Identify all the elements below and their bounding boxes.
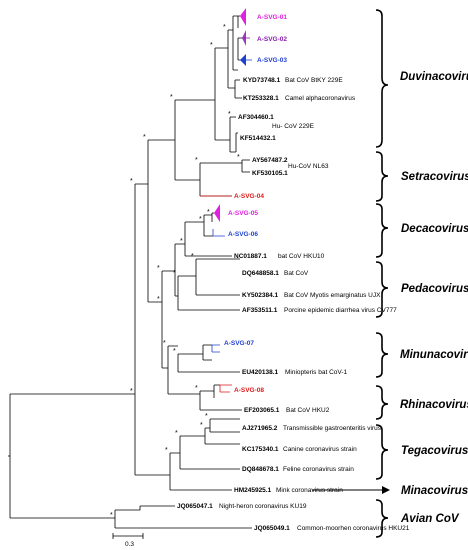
leaf-svg03: A-SVG-03 — [257, 57, 287, 64]
leaf-svg02: A-SVG-02 — [257, 36, 287, 43]
clade-tegacovirus: Tegacovirus — [401, 445, 468, 457]
bootstrap-marker: * — [173, 348, 176, 355]
leaf-nl63-desc: Hu-CoV NL63 — [288, 163, 329, 170]
leaf-hm245-id: HM245925.1 — [234, 487, 272, 494]
bootstrap-marker: * — [199, 216, 202, 223]
svg03-triangle — [240, 54, 246, 66]
clade-brackets — [375, 9, 389, 538]
leaf-dq648-desc: Bat CoV — [284, 270, 309, 277]
leaf-hu229-desc: Hu- CoV 229E — [272, 123, 315, 130]
bootstrap-marker: * — [210, 42, 213, 49]
leaf-nc018-desc: bat CoV HKU10 — [278, 253, 325, 260]
leaf-kc175-id: KC175340.1 — [242, 446, 279, 453]
bootstrap-marker: * — [110, 512, 113, 519]
bootstrap-marker: * — [237, 154, 240, 161]
bootstrap-marker: * — [157, 265, 160, 272]
leaf-hm245-desc: Mink coronavirus strain — [276, 487, 343, 494]
bootstrap-marker: * — [165, 447, 168, 454]
leaf-af304-id: AF304460.1 — [238, 114, 274, 121]
bootstrap-marker: * — [223, 24, 226, 31]
scale-bar: 0.3 — [112, 533, 144, 548]
minacovirus-arrow — [312, 486, 390, 494]
bootstrap-marker: * — [173, 270, 176, 277]
leaf-eu420-desc: Miniopteris bat CoV-1 — [285, 369, 348, 376]
bootstrap-marker: * — [170, 94, 173, 101]
leaf-af353-id: AF353511.1 — [242, 307, 278, 314]
bootstrap-marker: * — [205, 413, 208, 420]
leaf-kf514-id: KF514432.1 — [240, 135, 276, 142]
scale-bar-label: 0.3 — [125, 541, 134, 548]
clade-avian-cov: Avian CoV — [400, 513, 460, 525]
leaf-aj271-id: AJ271965.2 — [242, 425, 278, 432]
clade-decacovirus: Decacovirus — [401, 223, 468, 235]
leaf-ky502-id: KY502384.1 — [242, 292, 279, 299]
svg05-triangle — [214, 204, 220, 222]
bootstrap-marker: * — [130, 388, 133, 395]
bootstrap-marker: * — [228, 111, 231, 118]
clade-names: Duvinacovirus Setracovirus Decacovirus P… — [400, 71, 468, 525]
leaf-svg06: A-SVG-06 — [228, 231, 258, 238]
leaf-svg07: A-SVG-07 — [224, 340, 254, 347]
bootstrap-marker: * — [207, 209, 210, 216]
bootstrap-marker: * — [195, 157, 198, 164]
leaf-labels: A-SVG-01 A-SVG-02 A-SVG-03 KYD73748.1 Ba… — [177, 14, 410, 532]
leaf-kyd-id: KYD73748.1 — [243, 77, 281, 84]
leaf-kt253-desc: Camel alphacoronavirus — [285, 95, 356, 102]
bootstrap-marker: * — [143, 134, 146, 141]
bootstrap-marker: * — [195, 385, 198, 392]
leaf-ef203-id: EF203065.1 — [244, 407, 280, 414]
leaf-jq065b-id: JQ065049.1 — [254, 525, 290, 532]
leaf-aj271-desc: Transmissible gastroenteritis virus — [283, 425, 382, 432]
bootstrap-marker: * — [157, 296, 160, 303]
leaf-svg01: A-SVG-01 — [257, 14, 287, 21]
leaf-jq065a-id: JQ065047.1 — [177, 503, 213, 510]
leaf-dq848-desc: Feline coronavirus strain — [283, 466, 354, 473]
bootstrap-marker: * — [163, 340, 166, 347]
leaf-ay567-id: AY567487.2 — [252, 157, 288, 164]
bootstrap-marker: * — [175, 430, 178, 437]
svg02-triangle — [242, 30, 246, 46]
tree-branches — [8, 15, 252, 529]
clade-duvinacovirus: Duvinacovirus — [400, 71, 468, 83]
leaf-kt253-id: KT253328.1 — [243, 95, 279, 102]
leaf-nc018-id: NC01887.1 — [234, 253, 267, 260]
clade-minacovirus: Minacovirus — [401, 485, 468, 497]
leaf-svg04: A-SVG-04 — [234, 193, 264, 200]
bootstrap-markers: * * * * * * * * * * * * * * * * * * * * * * * * — [110, 24, 240, 519]
leaf-ef203-desc: Bat CoV HKU2 — [286, 407, 330, 414]
leaf-jq065a-desc: Night-heron coronavirus KU19 — [219, 503, 307, 510]
leaf-dq848-id: DQ848678.1 — [242, 466, 279, 473]
bootstrap-marker: * — [191, 253, 194, 260]
leaf-af353-desc: Porcine epidemic diarrhea virus CV777 — [284, 307, 397, 314]
leaf-jq065b-desc: Common-moorhen coronavirus HKU21 — [297, 525, 410, 532]
leaf-dq648-id: DQ648858.1 — [242, 270, 279, 277]
leaf-ky502-desc: Bat CoV Myotis emarginatus UJX — [284, 292, 381, 299]
leaf-svg08: A-SVG-08 — [234, 387, 264, 394]
bootstrap-marker: * — [200, 422, 203, 429]
leaf-eu420-id: EU420138.1 — [242, 369, 279, 376]
svg01-triangle — [240, 8, 246, 26]
colored-clades — [200, 8, 252, 393]
leaf-kf530-id: KF530105.1 — [252, 170, 288, 177]
bootstrap-marker: * — [180, 238, 183, 245]
clade-pedacovirus: Pedacovirus — [401, 283, 468, 295]
clade-minunacovirus: Minunacovirus — [400, 349, 468, 361]
leaf-svg05: A-SVG-05 — [228, 210, 258, 217]
leaf-kyd-desc: Bat CoV BtKY 229E — [285, 77, 343, 84]
clade-setracovirus: Setracovirus — [401, 171, 468, 183]
leaf-kc175-desc: Canine coronavirus strain — [283, 446, 357, 453]
clade-rhinacovirus: Rhinacovirus — [400, 399, 468, 411]
bootstrap-marker: * — [130, 178, 133, 185]
